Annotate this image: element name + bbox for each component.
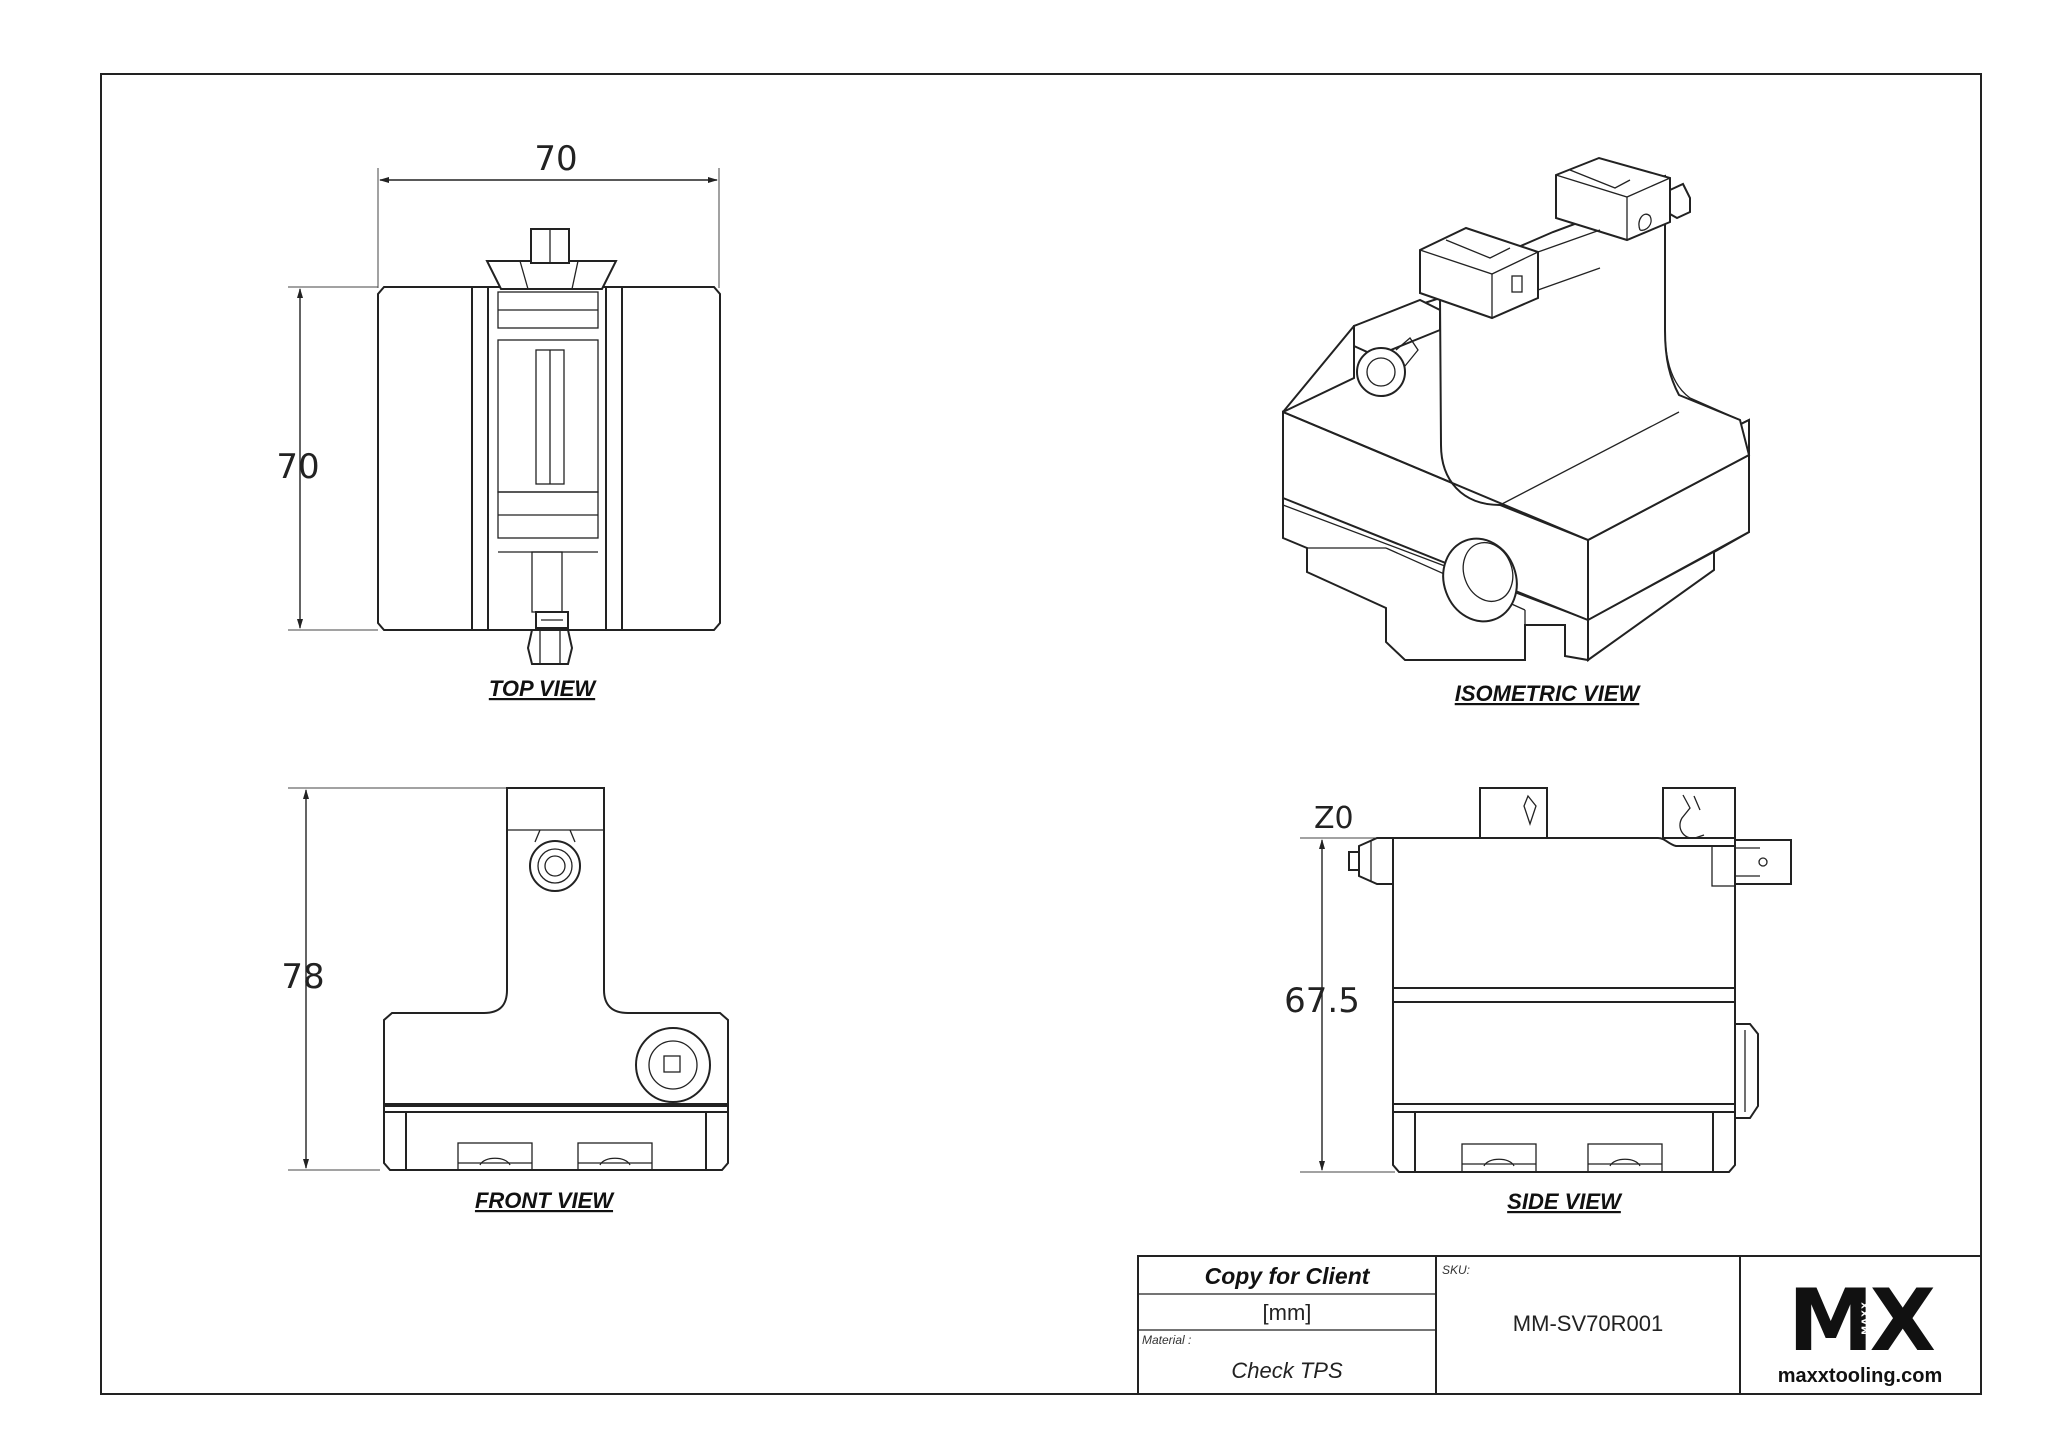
front-view-label: FRONT VIEW — [475, 1188, 615, 1213]
isometric-view-label: ISOMETRIC VIEW — [1455, 681, 1642, 706]
top-width-dimension: 70 — [534, 139, 577, 179]
material-caption: Material : — [1142, 1333, 1191, 1347]
top-view-label: TOP VIEW — [489, 676, 598, 701]
sku-caption: SKU: — [1442, 1263, 1470, 1277]
svg-text:MAXX: MAXX — [1861, 1301, 1871, 1335]
top-height-dimension: 70 — [276, 447, 319, 487]
units-label: [mm] — [1263, 1300, 1312, 1325]
side-zero-label: Z0 — [1314, 801, 1354, 836]
side-height-dimension: 67.5 — [1284, 981, 1360, 1021]
maxx-logo: MX MAXX — [1788, 1271, 1939, 1371]
svg-text:MX: MX — [1788, 1271, 1935, 1371]
website-label: maxxtooling.com — [1778, 1365, 1942, 1387]
sku-value: MM-SV70R001 — [1513, 1311, 1663, 1336]
drawing-frame — [100, 73, 1982, 1395]
side-view-label: SIDE VIEW — [1507, 1189, 1623, 1214]
side-view: Z0 67.5 — [1284, 787, 1792, 1214]
front-view: 78 FRONT VIEW — [281, 787, 729, 1213]
material-value: Check TPS — [1231, 1358, 1343, 1383]
title-block: Copy for Client [mm] Material : Check TP… — [1137, 1255, 1982, 1395]
top-view: 70 70 TOP VIEW — [276, 139, 721, 701]
isometric-view: ISOMETRIC VIEW — [1282, 156, 1751, 706]
copy-label: Copy for Client — [1205, 1263, 1371, 1289]
front-height-dimension: 78 — [281, 957, 324, 997]
